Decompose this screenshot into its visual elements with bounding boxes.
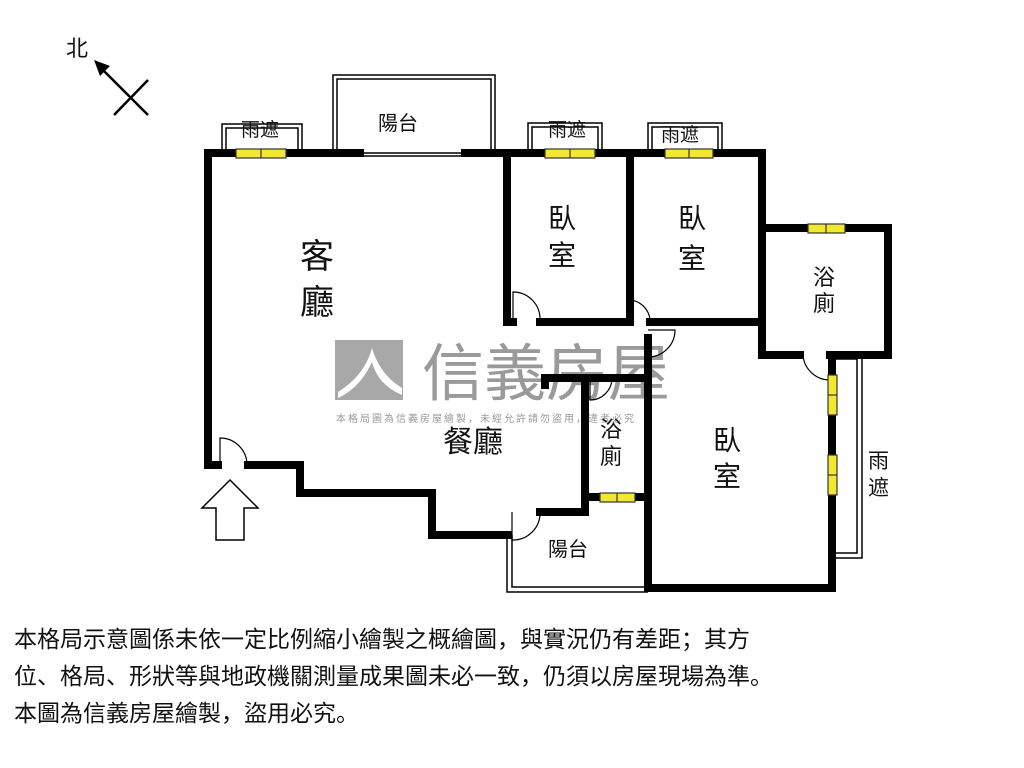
label-living-room-1: 客 — [300, 237, 334, 277]
door-bath-2 — [589, 377, 613, 401]
disclaimer-line: 位、格局、形狀等與地政機關測量成果圖未必一致，仍須以房屋現場為準。 — [14, 664, 773, 690]
entry-door — [219, 437, 248, 466]
door-balcony — [511, 511, 541, 541]
north-arrow-icon — [94, 60, 110, 76]
label-living-room-2: 廳 — [300, 283, 334, 323]
watermark-brand: 信義房屋 — [422, 337, 670, 410]
label-rain-shade-right-1: 雨 — [868, 449, 889, 473]
label-bedroom-3a: 臥 — [713, 424, 741, 457]
label-bath-2b: 廁 — [600, 445, 622, 470]
label-bedroom-1a: 臥 — [548, 202, 576, 235]
label-balcony-top: 陽台 — [378, 111, 418, 135]
label-bedroom-2a: 臥 — [678, 202, 706, 235]
door-bath-1 — [802, 354, 831, 381]
disclaimer: 本格局示意圖係未依一定比例縮小繪製之概繪圖，與實況仍有差距；其方 位、格局、形狀… — [14, 622, 1014, 733]
entrance-arrow-icon — [200, 478, 260, 541]
label-rain-shade-1: 雨遮 — [241, 119, 279, 141]
label-rain-shade-3: 雨遮 — [661, 124, 699, 146]
label-rain-shade-right-2: 遮 — [868, 476, 889, 500]
label-bedroom-3b: 室 — [713, 460, 741, 493]
north-label: 北 — [66, 37, 88, 62]
disclaimer-line: 本圖為信義房屋繪製，盜用必究。 — [14, 701, 359, 727]
disclaimer-line: 本格局示意圖係未依一定比例縮小繪製之概繪圖，與實況仍有差距；其方 — [14, 627, 750, 653]
watermark-notice: 本格局圖為信義房屋繪製，未經允許請勿盜用，違者必究 — [336, 412, 636, 425]
north-compass: 北 — [66, 37, 149, 116]
door-bedroom-2 — [629, 299, 651, 321]
label-bedroom-1b: 室 — [548, 239, 576, 272]
label-bath-2a: 浴 — [600, 418, 622, 443]
watermark: 信義房屋 本格局圖為信義房屋繪製，未經允許請勿盜用，違者必究 — [335, 337, 670, 425]
windows — [235, 148, 846, 503]
label-bath-1a: 浴 — [813, 266, 835, 291]
label-balcony-bottom: 陽台 — [548, 537, 588, 561]
door-bedroom-1 — [512, 291, 541, 321]
label-bedroom-2b: 室 — [678, 242, 706, 275]
label-rain-shade-2: 雨遮 — [548, 119, 586, 141]
label-dining: 餐廳 — [443, 425, 503, 460]
label-bath-1b: 廁 — [813, 292, 835, 317]
room-labels: 陽台 雨遮 雨遮 雨遮 客 廳 臥 室 臥 室 浴 廁 餐廳 浴 廁 臥 室 雨… — [241, 111, 889, 561]
door-bedroom-3 — [647, 329, 676, 358]
